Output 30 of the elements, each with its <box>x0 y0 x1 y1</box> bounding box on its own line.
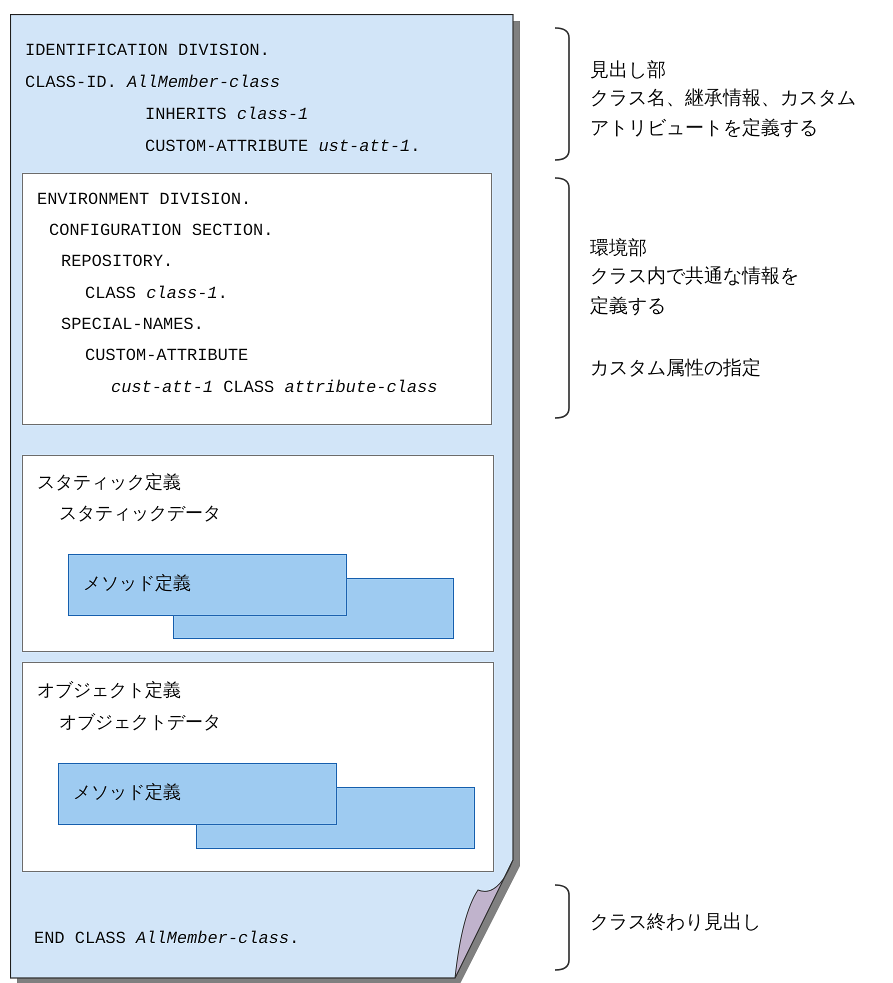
code-line: ENVIRONMENT DIVISION. <box>37 190 252 212</box>
annotation-text: 見出し部 <box>590 58 666 83</box>
code-line: IDENTIFICATION DIVISION. <box>25 41 270 63</box>
heading-text: オブジェクト定義 <box>37 680 181 702</box>
code-line: SPECIAL-NAMES. <box>61 315 204 337</box>
heading-text: スタティックデータ <box>59 503 221 525</box>
annotation-text: クラス名、継承情報、カスタムアトリビュートを定義する <box>590 86 857 141</box>
code-line: CLASS class-1. <box>85 284 228 306</box>
document-page <box>10 14 520 983</box>
code-line: CUSTOM-ATTRIBUTE ust-att-1. <box>145 137 420 159</box>
code-line: REPOSITORY. <box>61 252 174 274</box>
annotation-text: クラス終わり見出し <box>590 910 761 935</box>
code-line: END CLASS AllMember-class. <box>34 929 300 951</box>
heading-text: メソッド定義 <box>73 782 181 804</box>
annotation-text: カスタム属性の指定 <box>590 356 761 381</box>
code-line: CONFIGURATION SECTION. <box>49 221 274 243</box>
code-line: INHERITS class-1 <box>145 105 308 127</box>
annotation-text: クラス内で共通な情報を定義する <box>590 264 800 319</box>
code-line: CLASS-ID. AllMember-class <box>25 73 280 95</box>
annotation-text: 環境部 <box>590 236 647 261</box>
code-line: CUSTOM-ATTRIBUTE <box>85 346 248 368</box>
division-box <box>22 173 492 425</box>
method-box <box>68 554 347 616</box>
heading-text: スタティック定義 <box>37 472 181 494</box>
definition-box <box>22 455 494 652</box>
heading-text: オブジェクトデータ <box>59 712 221 734</box>
code-line: cust-att-1 CLASS attribute-class <box>111 378 438 400</box>
method-box <box>58 763 337 825</box>
heading-text: メソッド定義 <box>83 573 191 595</box>
definition-box <box>22 662 494 872</box>
